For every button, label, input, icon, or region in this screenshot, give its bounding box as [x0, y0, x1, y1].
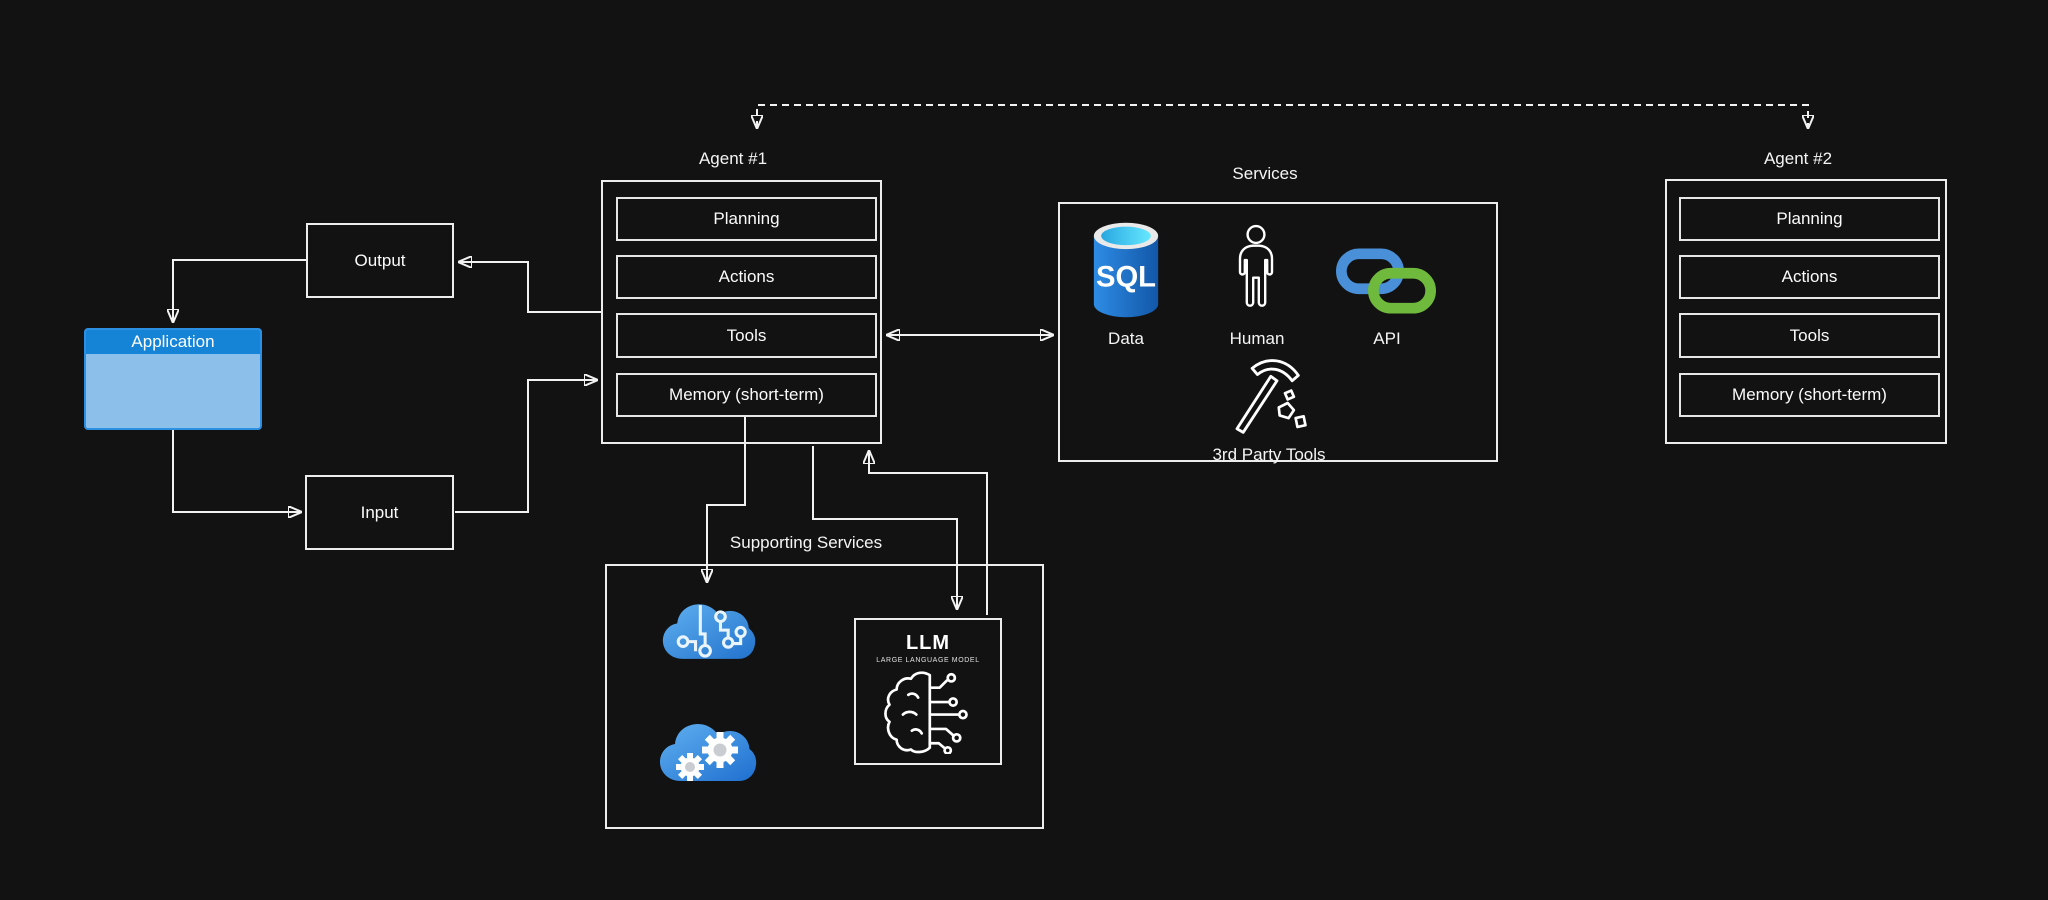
supporting-services-title: Supporting Services [729, 533, 883, 552]
agent2-module-tools: Tools [1679, 313, 1940, 358]
agent1-title: Agent #1 [698, 149, 768, 168]
agent2-actions-label: Actions [1781, 267, 1838, 286]
agent2-container: Planning Actions Tools Memory (short-ter… [1665, 179, 1947, 444]
agent1-tools-label: Tools [726, 325, 767, 345]
agent1-module-tools: Tools [616, 313, 877, 358]
connector-output-to-application [173, 259, 307, 322]
connector-input-to-agent1 [455, 380, 597, 513]
services-human-label: Human [1229, 329, 1285, 348]
connector-memory-to-ai-cloud [707, 415, 746, 582]
sql-database-icon: SQL [1093, 222, 1159, 318]
services-api-label: API [1373, 329, 1401, 348]
agent2-title: Agent #2 [1763, 149, 1833, 168]
connector-agent1-to-output [459, 262, 601, 313]
agent1-module-actions: Actions [616, 255, 877, 299]
supporting-services-container: LLM LARGE LANGUAGE MODEL [605, 564, 1044, 829]
connector-agent1-agent2-dashed [757, 104, 1808, 128]
agent1-memory-label: Memory (short-term) [669, 385, 824, 404]
human-icon [1238, 224, 1274, 307]
input-node: Input [305, 475, 454, 550]
agent2-planning-label: Planning [1776, 209, 1843, 228]
ai-cloud-icon [662, 604, 756, 659]
llm-node: LLM LARGE LANGUAGE MODEL [854, 618, 1002, 765]
services-container: SQL Data Human API 3rd Party Tools [1058, 202, 1498, 464]
gears-cloud-icon [660, 724, 757, 781]
connector-llm-to-agent1 [869, 451, 988, 615]
llm-subtitle: LARGE LANGUAGE MODEL [876, 657, 980, 664]
agent2-module-memory: Memory (short-term) [1679, 373, 1940, 417]
application-node: Application [84, 328, 262, 430]
input-label: Input [360, 502, 399, 522]
llm-title: LLM [905, 632, 951, 654]
agent1-planning-label: Planning [713, 209, 780, 228]
agent2-module-planning: Planning [1679, 197, 1940, 241]
agent1-container: Planning Actions Tools Memory (short-ter… [601, 180, 882, 444]
pickaxe-icon [1235, 359, 1307, 434]
agent2-module-actions: Actions [1679, 255, 1940, 299]
api-link-icon [1336, 248, 1436, 314]
svg-text:SQL: SQL [1096, 262, 1156, 294]
application-titlebar: Application [86, 330, 260, 354]
application-label: Application [131, 332, 215, 351]
services-data-label: Data [1108, 329, 1144, 348]
brain-circuit-icon [884, 671, 968, 755]
agent1-module-planning: Planning [616, 197, 877, 241]
agent2-memory-label: Memory (short-term) [1732, 385, 1887, 404]
connector-application-to-input [172, 430, 301, 512]
agent1-actions-label: Actions [718, 267, 775, 286]
agent1-module-memory: Memory (short-term) [616, 373, 877, 417]
services-3rd-party-tools-label: 3rd Party Tools [1212, 445, 1326, 464]
output-node: Output [306, 223, 454, 298]
services-title: Services [1232, 164, 1298, 183]
output-label: Output [354, 250, 406, 270]
agent2-tools-label: Tools [1789, 325, 1830, 345]
